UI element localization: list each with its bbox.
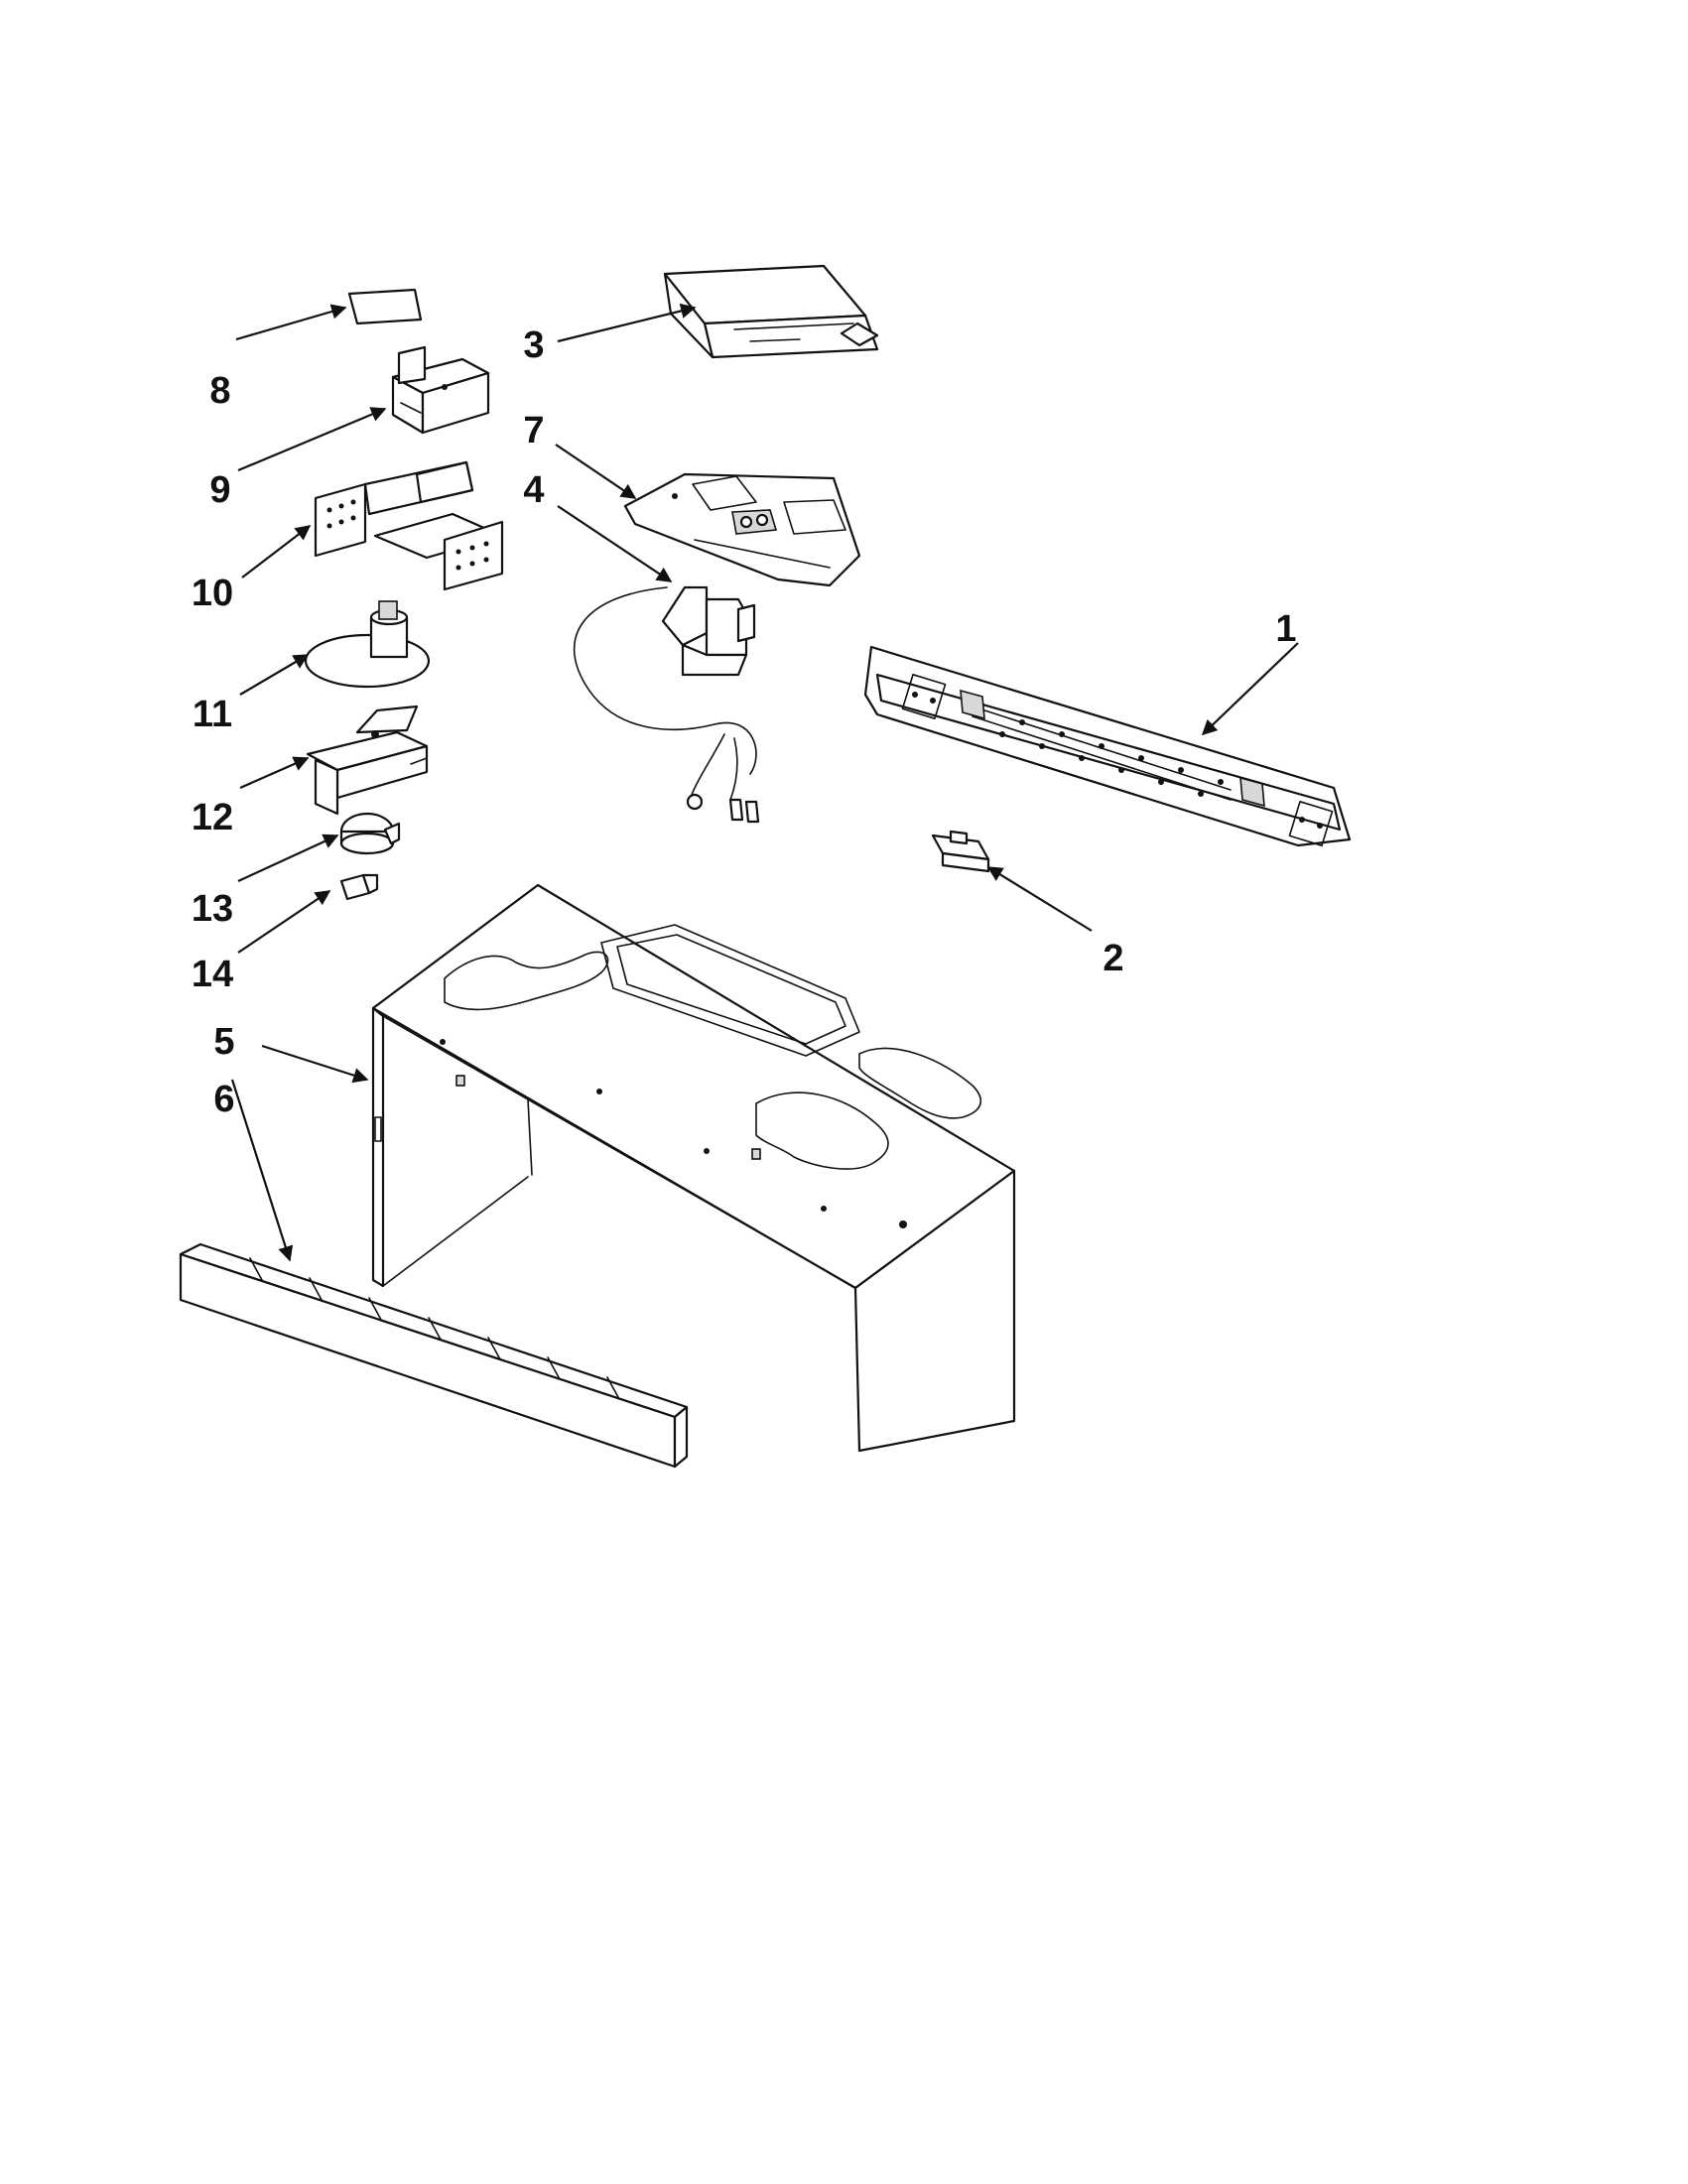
part-7-mounting-plate [623, 472, 861, 587]
part-11-motor [304, 600, 431, 689]
callout-2: 2 [1103, 938, 1123, 979]
callout-4: 4 [523, 469, 544, 511]
part-9-control-box [391, 345, 490, 435]
callout-14: 14 [192, 954, 233, 995]
callout-5: 5 [213, 1021, 234, 1063]
part-1-mounting-rail [863, 645, 1352, 847]
part-4-power-cord [573, 585, 760, 824]
leader-13 [237, 834, 339, 882]
callout-3: 3 [523, 324, 544, 366]
callout-12: 12 [192, 797, 233, 838]
leader-5 [261, 1044, 369, 1084]
leader-12 [239, 756, 310, 790]
callout-1: 1 [1275, 608, 1296, 650]
leader-1 [1201, 642, 1299, 736]
leader-9 [237, 407, 387, 472]
leader-8 [235, 304, 347, 341]
leader-4 [557, 505, 673, 582]
leader-11 [239, 654, 310, 696]
leader-7 [555, 444, 637, 499]
callout-labels: 1 2 3 4 5 6 7 8 9 10 11 12 13 14 [192, 324, 1297, 1120]
part-6-grille [179, 1242, 689, 1469]
part-2-small-bracket [931, 830, 990, 873]
leader-3 [557, 303, 697, 343]
callout-13: 13 [192, 888, 233, 930]
part-14-clip [339, 873, 379, 901]
callout-9: 9 [209, 469, 230, 511]
leader-lines [230, 303, 1299, 1262]
callout-7: 7 [523, 410, 544, 451]
part-5-cabinet [371, 883, 1016, 1453]
leader-10 [241, 525, 312, 578]
callout-8: 8 [209, 370, 230, 412]
part-12-switch-assembly [306, 705, 429, 816]
part-8-label [347, 288, 423, 325]
leader-2 [986, 866, 1093, 932]
callout-6: 6 [213, 1079, 234, 1120]
leader-14 [237, 890, 331, 954]
leader-6 [230, 1079, 294, 1262]
callout-11: 11 [193, 694, 232, 735]
part-3-vent-duct [663, 264, 879, 359]
part-13-fan [339, 812, 401, 855]
callout-10: 10 [192, 573, 233, 614]
part-10-bracket [314, 460, 504, 591]
